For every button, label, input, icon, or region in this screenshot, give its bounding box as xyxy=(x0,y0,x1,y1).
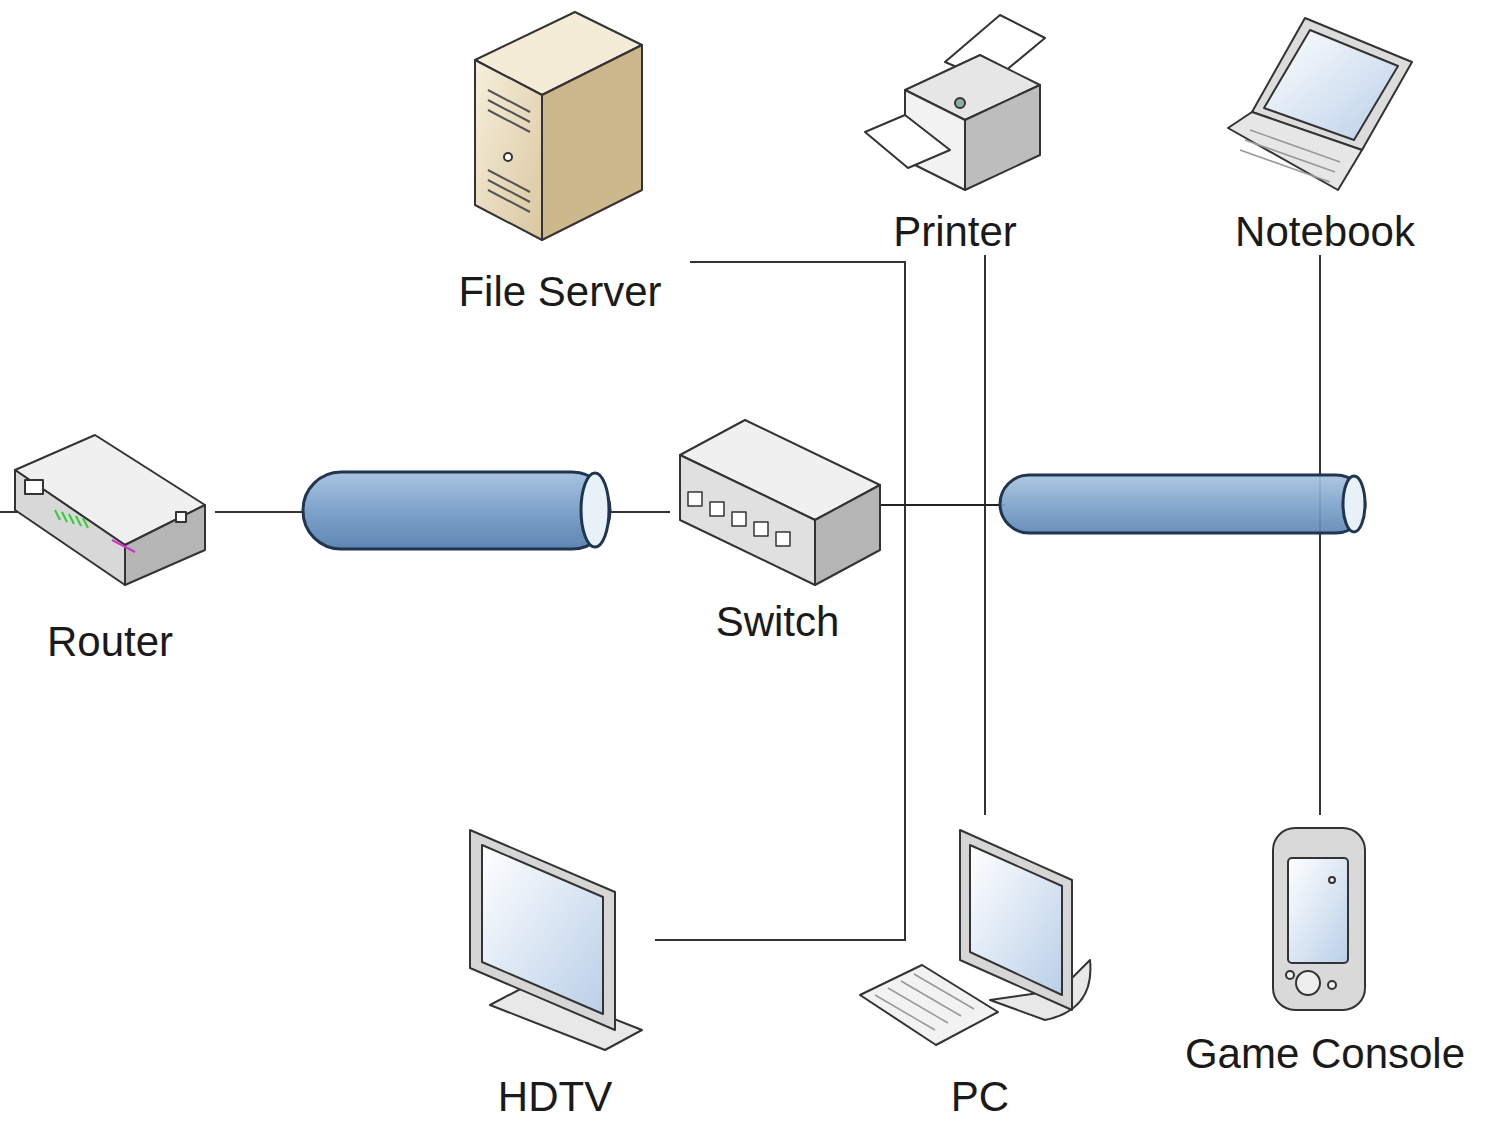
switch-port xyxy=(710,502,724,516)
device-label: File Server xyxy=(430,269,690,315)
device-node: Game Console xyxy=(1165,815,1485,1077)
network-link xyxy=(1320,255,1321,815)
device-label: Switch xyxy=(670,599,885,645)
pc-icon xyxy=(860,830,1090,1045)
device-node: Notebook xyxy=(1195,5,1455,255)
network-link xyxy=(655,262,905,940)
cable-tube xyxy=(303,472,610,549)
switch-port xyxy=(776,532,790,546)
switch-port xyxy=(754,522,768,536)
device-label: HDTV xyxy=(455,1074,655,1120)
device-label: PC xyxy=(860,1074,1100,1120)
device-label: Notebook xyxy=(1195,209,1455,255)
notebook-icon xyxy=(1228,18,1412,190)
device-node: PC xyxy=(860,815,1100,1120)
cable-tube xyxy=(1000,475,1365,533)
device-label: Router xyxy=(5,619,215,665)
server-icon xyxy=(475,12,642,240)
handheld-icon xyxy=(1273,828,1365,1010)
device-node: Printer xyxy=(850,5,1060,255)
device-node: Router xyxy=(5,425,215,665)
device-label: Printer xyxy=(850,209,1060,255)
router-icon xyxy=(15,435,205,585)
device-node: Switch xyxy=(670,410,885,645)
switch-icon xyxy=(680,420,880,585)
device-node: File Server xyxy=(430,5,690,315)
device-label: Game Console xyxy=(1165,1031,1485,1077)
device-node: HDTV xyxy=(455,815,655,1120)
switch-port xyxy=(688,492,702,506)
switch-port xyxy=(732,512,746,526)
printer-icon xyxy=(865,15,1045,190)
network-link xyxy=(985,255,986,815)
tv-icon xyxy=(470,830,642,1050)
